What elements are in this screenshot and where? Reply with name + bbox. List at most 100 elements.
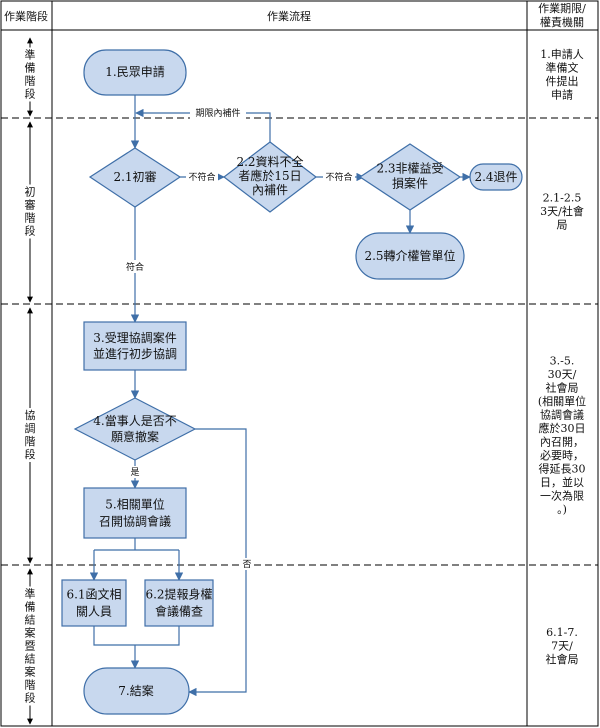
node-text-line: 2.1初審 bbox=[113, 169, 156, 184]
deadline-line: 日，並以 bbox=[540, 475, 584, 489]
deadline-1: 1.申請人準備文件提出申請 bbox=[540, 47, 584, 102]
stage-name-char: 準 bbox=[25, 48, 36, 62]
node-2-5-shape bbox=[355, 232, 465, 280]
edge-4-to-7 bbox=[188, 428, 247, 697]
stage-name-char: 階 bbox=[25, 74, 36, 88]
deadline-line: 。) bbox=[557, 503, 567, 516]
stage-name-2: 初審階段 bbox=[25, 185, 36, 238]
deadline-line: 局 bbox=[557, 219, 568, 232]
node-text-line: 1.民眾申請 bbox=[105, 65, 164, 79]
deadline-line: 件提出 bbox=[546, 74, 579, 88]
node-6-2-shape bbox=[144, 579, 214, 627]
node-text-line: 內補件 bbox=[252, 183, 288, 197]
stage-name-char: 備 bbox=[25, 62, 36, 75]
node-4-text: 4.當事人是否不願意撤案 bbox=[93, 414, 176, 444]
node-text-line: 2.5轉介權管單位 bbox=[364, 248, 455, 263]
node-2-3-text: 2.3非權益受損案件 bbox=[376, 162, 443, 191]
deadline-line: 協調會議 bbox=[540, 407, 584, 421]
node-2-3-shape bbox=[358, 143, 462, 211]
deadline-line: 一次為限 bbox=[540, 488, 584, 502]
nodes bbox=[61, 49, 523, 715]
header-stage: 作業階段 bbox=[4, 9, 48, 23]
deadline-line: 應於30日 bbox=[539, 421, 586, 435]
deadline-line: 申請 bbox=[551, 87, 573, 101]
stage-name-backing bbox=[23, 586, 37, 706]
stage-name-char: 暨 bbox=[25, 640, 36, 653]
stage-name-3: 協調階段 bbox=[25, 409, 36, 461]
stage-name-backing bbox=[23, 408, 37, 462]
stage-name-char: 段 bbox=[25, 87, 36, 101]
node-text-line: 6.1函文相 bbox=[66, 587, 121, 602]
label-no: 否 bbox=[242, 559, 251, 570]
stage-name-char: 段 bbox=[25, 447, 36, 461]
deadline-line: 內召開， bbox=[540, 435, 584, 448]
label-comply: 符合 bbox=[126, 261, 144, 273]
node-3-shape bbox=[83, 321, 187, 371]
deadline-line: 6.1-7. bbox=[546, 626, 578, 639]
node-text-line: 召開協調會議 bbox=[99, 514, 171, 529]
deadline-line: (相關單位 bbox=[538, 394, 586, 408]
deadline-4: 6.1-7.7天/社會局 bbox=[546, 626, 579, 666]
node-text-line: 2.2資料不全 bbox=[236, 154, 303, 169]
stage-name-char: 初 bbox=[25, 185, 36, 199]
node-text-line: 願意撤案 bbox=[111, 429, 159, 444]
node-2-1-text: 2.1初審 bbox=[113, 169, 156, 184]
stage-name-char: 備 bbox=[25, 601, 36, 614]
label-yes: 是 bbox=[130, 467, 139, 478]
stage-name-char: 階 bbox=[25, 678, 36, 692]
deadline-line: 1.申請人 bbox=[540, 47, 584, 61]
label-not-comply-2: 不符合 bbox=[325, 171, 352, 183]
stage-name-char: 審 bbox=[25, 198, 36, 212]
stage-name-char: 案 bbox=[25, 626, 36, 640]
deadline-line: 7天/ bbox=[551, 640, 573, 653]
node-1-text: 1.民眾申請 bbox=[105, 65, 164, 79]
edge-merge-bar bbox=[93, 626, 180, 646]
node-text-line: 並進行初步協調 bbox=[93, 346, 177, 361]
node-5-shape bbox=[83, 487, 187, 539]
stage-name-1: 準備階段 bbox=[25, 48, 36, 101]
node-4-shape bbox=[73, 397, 197, 461]
header-flow: 作業流程 bbox=[267, 9, 311, 23]
node-6-1-text: 6.1函文相關人員 bbox=[66, 587, 121, 619]
node-2-4-text: 2.4退件 bbox=[474, 170, 517, 184]
edge-2-2-supplement bbox=[135, 108, 271, 142]
stage-name-char: 階 bbox=[25, 211, 36, 225]
node-text-line: 關人員 bbox=[76, 605, 112, 619]
node-7-text: 7.結案 bbox=[118, 683, 153, 698]
stage-name-4: 準備結案暨結案階段 bbox=[25, 587, 36, 705]
stage-name-char: 結 bbox=[25, 613, 36, 627]
stage-name-char: 階 bbox=[25, 434, 36, 448]
node-1-shape bbox=[83, 49, 187, 96]
node-2-5-text: 2.5轉介權管單位 bbox=[364, 248, 455, 263]
stage-name-char: 調 bbox=[25, 421, 36, 435]
stage-name-backing bbox=[23, 47, 37, 102]
header-deadline-line1: 作業期限/ bbox=[538, 2, 586, 15]
deadline-line: 準備文 bbox=[546, 60, 579, 74]
node-text-line: 3.受理協調案件 bbox=[93, 330, 176, 345]
node-5-text: 5.相關單位召開協調會議 bbox=[99, 497, 171, 529]
stage-name-char: 案 bbox=[25, 665, 36, 679]
node-text-line: 6.2提報身權 bbox=[145, 587, 212, 602]
node-text-line: 者應於15日 bbox=[238, 168, 301, 183]
node-text-line: 會議備查 bbox=[155, 604, 203, 619]
label-deadline-supplement: 期限內補件 bbox=[195, 107, 240, 119]
deadline-line: 2.1-2.5 bbox=[543, 192, 582, 205]
deadline-line: 必要時， bbox=[540, 449, 584, 462]
deadline-line: 社會局 bbox=[546, 380, 579, 394]
node-text-line: 2.3非權益受 bbox=[376, 162, 443, 176]
deadline-line: 社會局 bbox=[546, 652, 579, 666]
node-3-text: 3.受理協調案件並進行初步協調 bbox=[93, 330, 177, 361]
node-text-line: 2.4退件 bbox=[474, 170, 517, 184]
node-texts: 1.民眾申請 2.1初審 2.2資料不全者應於15日內補件 2.3非權益受損案件… bbox=[66, 65, 517, 698]
node-text-line: 4.當事人是否不 bbox=[93, 414, 176, 428]
node-2-2-text: 2.2資料不全者應於15日內補件 bbox=[236, 154, 303, 197]
stage-name-char: 段 bbox=[25, 691, 36, 705]
node-text-line: 損案件 bbox=[392, 176, 428, 191]
deadline-line: 30天/ bbox=[548, 368, 577, 381]
stage-name-char: 準 bbox=[25, 587, 36, 601]
